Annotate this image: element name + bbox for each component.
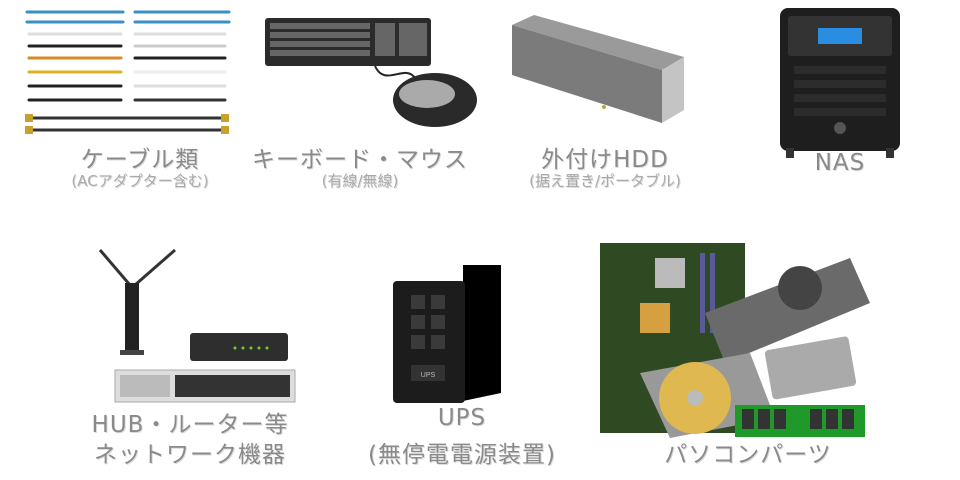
ups-badge: UPS [421, 372, 436, 379]
pc-parts-illustration [600, 243, 870, 438]
cables-illustration [25, 10, 231, 134]
nas-title: NAS [814, 150, 866, 176]
keyboard-mouse-title: キーボード・マウス [252, 147, 468, 173]
pc-parts-title: パソコンパーツ [664, 442, 832, 468]
ups-subtitle: (無停電電源装置) [368, 442, 556, 468]
external-hdd-title: 外付けHDD [541, 147, 669, 173]
ups-illustration: UPS [393, 265, 501, 403]
keyboard-mouse-illustration [265, 18, 477, 127]
cables-title: ケーブル類 [80, 147, 200, 173]
external-hdd-subtitle: (据え置き/ポータブル) [529, 172, 681, 190]
ups-title: UPS [437, 405, 487, 431]
keyboard-mouse-subtitle: (有線/無線) [321, 172, 399, 190]
nas-illustration [780, 8, 900, 158]
network-devices-subtitle: ネットワーク機器 [94, 442, 286, 468]
external-hdd-illustration [512, 15, 684, 123]
network-devices-title: HUB・ルーター等 [91, 412, 289, 438]
network-devices-illustration [98, 248, 296, 403]
cables-subtitle: (ACアダプター含む) [71, 172, 209, 190]
